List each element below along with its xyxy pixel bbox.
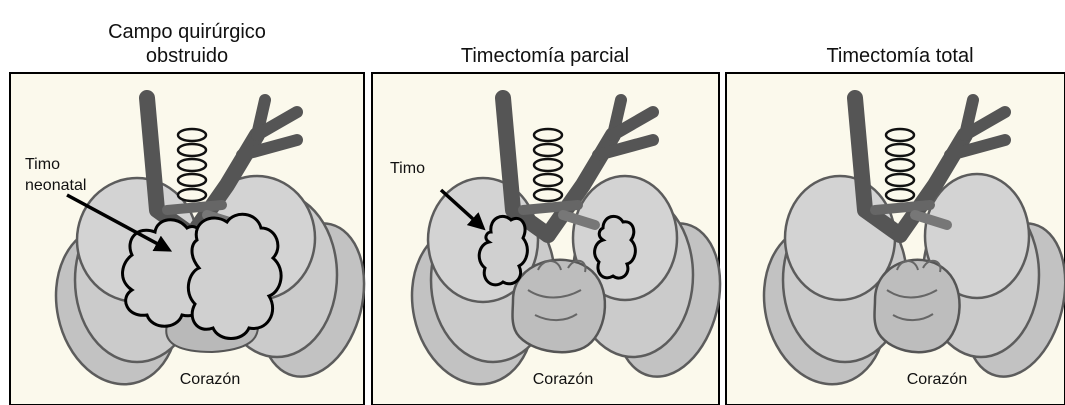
heart-shape	[875, 260, 960, 352]
arrow-label-line-1: Timo	[390, 160, 425, 177]
heart-shape	[513, 260, 605, 352]
panel-1-title-line-1: Campo quirúrgico	[108, 21, 266, 43]
thymus-right-lobe	[188, 214, 281, 338]
arrow-label-line-1: Timo	[25, 156, 60, 173]
panel-total-thymectomy: Corazón	[726, 73, 1065, 405]
heart-label: Corazón	[533, 371, 593, 388]
panel-obstructed-field: Timo neonatal Corazón	[10, 73, 379, 405]
panel-2-title: Timectomía parcial	[461, 45, 629, 67]
panel-partial-thymectomy: Timo Corazón	[372, 73, 735, 405]
heart-label: Corazón	[180, 371, 240, 388]
trachea	[178, 128, 206, 201]
panel-1-title-line-2: obstruido	[146, 45, 228, 67]
panel-3-title: Timectomía total	[826, 45, 973, 67]
heart-label: Corazón	[907, 371, 967, 388]
trachea	[886, 128, 914, 201]
arrow-label-line-2: neonatal	[25, 177, 86, 194]
trachea	[534, 128, 562, 201]
